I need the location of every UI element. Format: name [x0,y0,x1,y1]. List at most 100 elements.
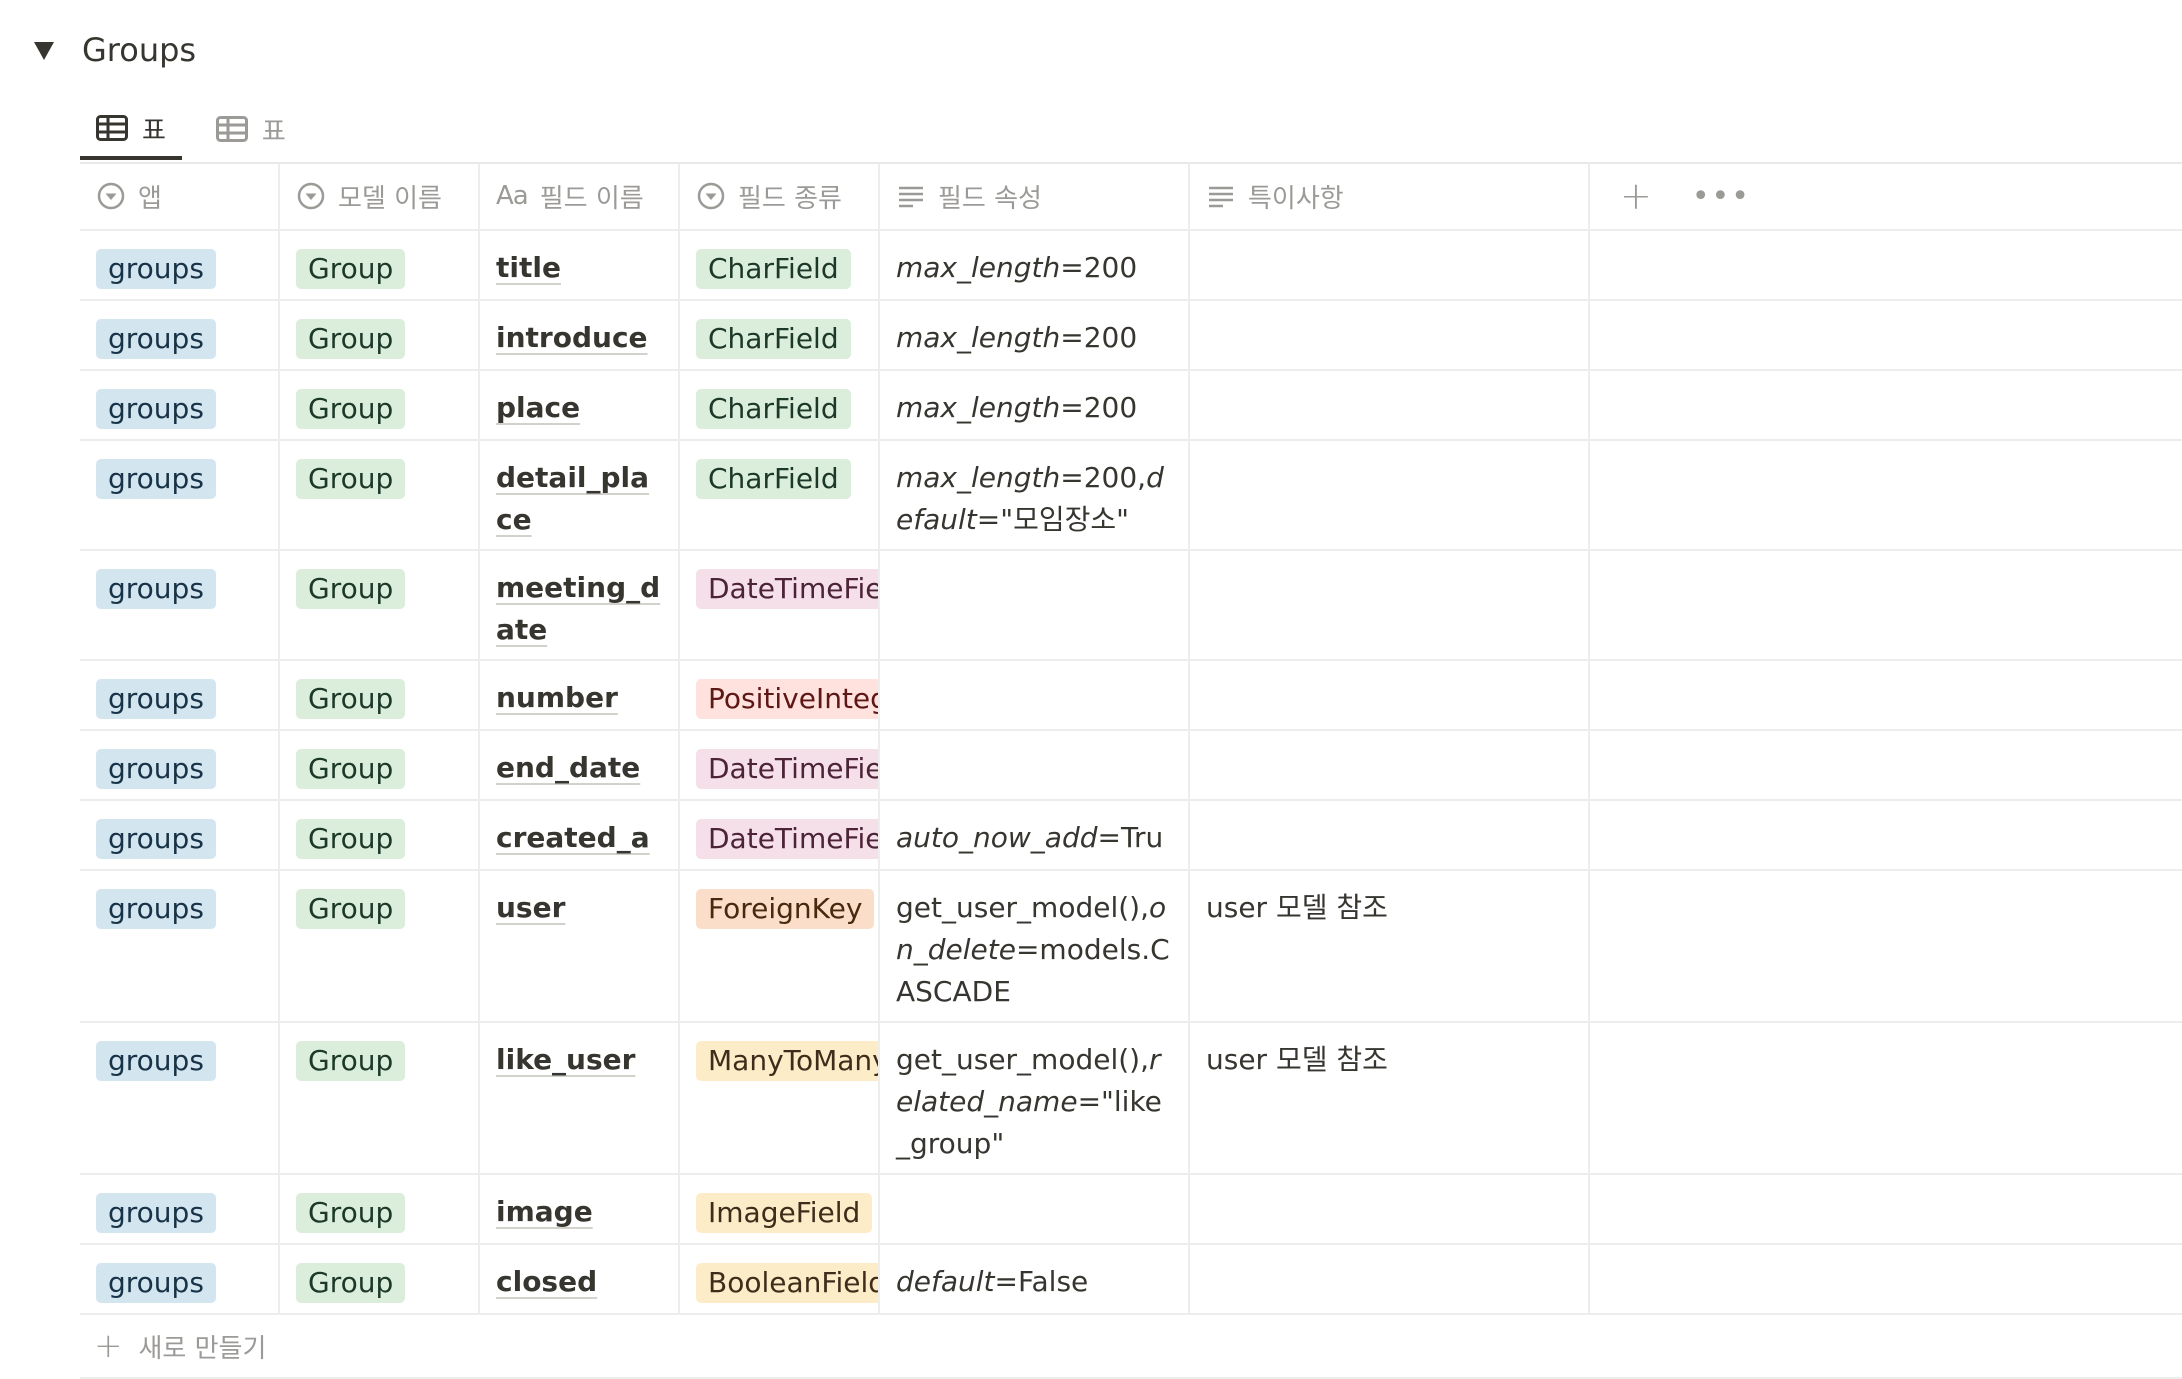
cell-field-name[interactable]: image [480,1175,680,1243]
cell-field-type[interactable]: CharField [680,441,880,549]
table-row[interactable]: groupsGroupnumberPositiveIntegerField [80,661,2182,731]
cell-field-name[interactable]: meeting_date [480,551,680,659]
cell-field-type[interactable]: PositiveIntegerField [680,661,880,729]
cell-field-type[interactable]: DateTimeField [680,551,880,659]
cell-model-name[interactable]: Group [280,441,480,549]
cell-app[interactable]: groups [80,1023,280,1173]
cell-app[interactable]: groups [80,661,280,729]
cell-notes[interactable]: user 모델 참조 [1190,1023,1590,1173]
cell-model-name[interactable]: Group [280,1245,480,1313]
cell-field-type[interactable]: ManyToManyField [680,1023,880,1173]
cell-field-attributes[interactable]: max_length=200 [880,231,1190,299]
cell-notes[interactable] [1190,1245,1590,1313]
toggle-caret-icon[interactable] [34,42,54,60]
cell-app[interactable]: groups [80,1245,280,1313]
column-header-field-attributes[interactable]: 필드 속성 [880,163,1190,229]
cell-field-attributes[interactable] [880,661,1190,729]
column-header-app[interactable]: 앱 [80,163,280,229]
cell-field-attributes[interactable]: get_user_model(),related_name="like_grou… [880,1023,1190,1173]
cell-field-name[interactable]: title [480,231,680,299]
cell-model-name[interactable]: Group [280,801,480,869]
cell-field-name[interactable]: introduce [480,301,680,369]
cell-model-name[interactable]: Group [280,231,480,299]
cell-model-name[interactable]: Group [280,661,480,729]
cell-app[interactable]: groups [80,551,280,659]
cell-notes[interactable]: user 모델 참조 [1190,871,1590,1021]
cell-field-name[interactable]: place [480,371,680,439]
cell-field-name[interactable]: detail_place [480,441,680,549]
cell-field-name[interactable]: end_date [480,731,680,799]
cell-notes[interactable] [1190,731,1590,799]
cell-field-attributes[interactable] [880,551,1190,659]
cell-app[interactable]: groups [80,801,280,869]
cell-app[interactable]: groups [80,301,280,369]
cell-app[interactable]: groups [80,1175,280,1243]
cell-app[interactable]: groups [80,441,280,549]
cell-notes[interactable] [1190,441,1590,549]
cell-field-name[interactable]: created_at [480,801,680,869]
cell-field-type[interactable]: BooleanField [680,1245,880,1313]
column-header-field-type[interactable]: 필드 종류 [680,163,880,229]
cell-field-attributes[interactable]: get_user_model(),on_delete=models.CASCAD… [880,871,1190,1021]
cell-field-name[interactable]: number [480,661,680,729]
cell-field-type[interactable]: CharField [680,301,880,369]
cell-app[interactable]: groups [80,871,280,1021]
cell-field-type[interactable]: DateTimeField [680,731,880,799]
cell-field-attributes[interactable]: max_length=200 [880,371,1190,439]
cell-app[interactable]: groups [80,371,280,439]
cell-app[interactable]: groups [80,731,280,799]
select-icon [97,182,125,210]
cell-notes[interactable] [1190,371,1590,439]
table-row[interactable]: groupsGrouplike_userManyToManyFieldget_u… [80,1023,2182,1175]
cell-field-attributes[interactable]: max_length=200,default="모임장소" [880,441,1190,549]
more-options-icon[interactable]: ••• [1691,178,1751,214]
cell-field-type[interactable]: ImageField [680,1175,880,1243]
view-tab-table-2[interactable]: 표 [200,100,302,158]
cell-notes[interactable] [1190,801,1590,869]
cell-field-attributes[interactable]: default=False [880,1245,1190,1313]
add-column-icon[interactable]: + [1620,174,1652,218]
column-header-model-name[interactable]: 모델 이름 [280,163,480,229]
field-attributes-text: default=False [896,1265,1088,1298]
cell-notes[interactable] [1190,1175,1590,1243]
column-header-notes[interactable]: 특이사항 [1190,163,1590,229]
cell-notes[interactable] [1190,301,1590,369]
cell-field-name[interactable]: closed [480,1245,680,1313]
column-header-field-name[interactable]: Aa 필드 이름 [480,163,680,229]
cell-model-name[interactable]: Group [280,1023,480,1173]
cell-field-attributes[interactable]: auto_now_add=True [880,801,1190,869]
cell-model-name[interactable]: Group [280,371,480,439]
cell-field-attributes[interactable]: max_length=200 [880,301,1190,369]
cell-notes[interactable] [1190,661,1590,729]
new-row-button[interactable]: + 새로 만들기 [80,1315,2182,1379]
cell-field-name[interactable]: user [480,871,680,1021]
cell-field-attributes[interactable] [880,731,1190,799]
cell-model-name[interactable]: Group [280,871,480,1021]
cell-notes[interactable] [1190,551,1590,659]
cell-model-name[interactable]: Group [280,551,480,659]
cell-notes[interactable] [1190,231,1590,299]
toggle-heading[interactable]: Groups [34,22,196,78]
cell-field-type[interactable]: ForeignKey [680,871,880,1021]
cell-model-name[interactable]: Group [280,301,480,369]
cell-field-type[interactable]: CharField [680,231,880,299]
view-tab-table-1[interactable]: 표 [80,100,182,160]
cell-field-attributes[interactable] [880,1175,1190,1243]
cell-field-type[interactable]: DateTimeField [680,801,880,869]
cell-field-type[interactable]: CharField [680,371,880,439]
cell-model-name[interactable]: Group [280,731,480,799]
cell-app[interactable]: groups [80,231,280,299]
cell-model-name[interactable]: Group [280,1175,480,1243]
cell-field-name[interactable]: like_user [480,1023,680,1173]
field-attributes-text: auto_now_add=True [896,821,1163,869]
